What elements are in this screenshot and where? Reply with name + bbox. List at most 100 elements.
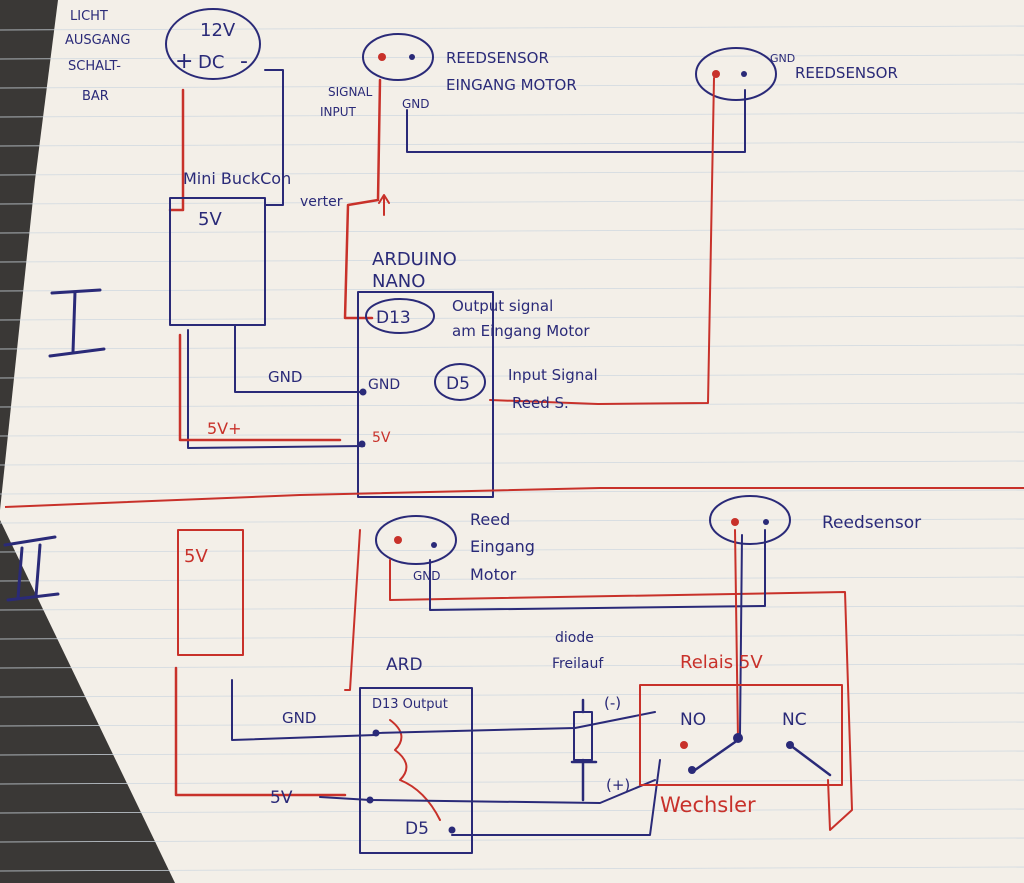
light-label-1: LICHT bbox=[70, 9, 108, 24]
ruled-line bbox=[0, 808, 1024, 814]
ruled-line bbox=[0, 634, 1024, 640]
ruled-line bbox=[0, 170, 1024, 176]
5v-to-relay-wire bbox=[369, 779, 656, 804]
reed-gnd-bus bbox=[406, 89, 746, 153]
gnd-under-jack-2: GND bbox=[413, 569, 441, 583]
arduino-nano-box bbox=[357, 291, 494, 498]
diode-label-2: Freilauf bbox=[552, 656, 604, 672]
supply-5v-wire-blue bbox=[319, 796, 371, 801]
ruled-line bbox=[0, 692, 1024, 698]
psu-plus-wire bbox=[168, 88, 185, 212]
relay-changeover: Wechsler bbox=[660, 793, 756, 817]
ruled-line bbox=[0, 721, 1024, 727]
supply-gnd-wire bbox=[231, 679, 376, 741]
light-label-2: AUSGANG bbox=[65, 33, 130, 48]
reed-motor-label-2: EINGANG MOTOR bbox=[446, 76, 577, 94]
d5-pin-ring bbox=[434, 363, 486, 401]
relay-switch-arm bbox=[693, 738, 740, 772]
psu-voltage: 12V bbox=[200, 20, 236, 41]
ruled-line bbox=[0, 402, 1024, 408]
supply-5v-box bbox=[177, 529, 244, 656]
d13-pin: D13 bbox=[376, 308, 411, 328]
buck-5v-wire-red bbox=[178, 333, 342, 442]
ruled-line bbox=[0, 141, 1024, 147]
arduino-box-2 bbox=[359, 687, 473, 854]
d5-pin: D5 bbox=[446, 374, 470, 394]
reed-right-gnd: GND bbox=[770, 52, 795, 65]
reed-motor-label-1: REEDSENSOR bbox=[446, 49, 549, 67]
d13-note-1: Output signal bbox=[452, 297, 553, 315]
light-label-4: BAR bbox=[82, 89, 109, 104]
psu-minus: - bbox=[240, 49, 248, 74]
section-divider bbox=[4, 487, 1024, 508]
arduino-label-1: ARDUINO bbox=[372, 249, 457, 270]
arduino-5v: 5V bbox=[372, 430, 391, 446]
section-one-numeral bbox=[48, 288, 106, 358]
reed-gnd-blue bbox=[429, 529, 766, 611]
ard-label: ARD bbox=[386, 655, 423, 675]
supply-5v-wire bbox=[174, 666, 347, 797]
buck-label-2: verter bbox=[300, 194, 343, 210]
gnd-wire-label: GND bbox=[268, 368, 302, 386]
buck-5v-wire bbox=[187, 329, 365, 449]
reed-sensor-right bbox=[695, 47, 777, 101]
ruled-line bbox=[0, 431, 1024, 437]
ruled-line bbox=[0, 605, 1024, 611]
ard-d5-dot bbox=[448, 826, 456, 834]
d13-arrow bbox=[378, 194, 390, 216]
d13-pin-ring bbox=[365, 298, 435, 334]
ruled-line bbox=[0, 779, 1024, 785]
ruled-line bbox=[0, 547, 1024, 553]
relay-plus: (+) bbox=[606, 776, 630, 794]
5v-wire-label: 5V+ bbox=[207, 419, 242, 438]
d13-note-2: am Eingang Motor bbox=[452, 322, 590, 340]
reed-motor-pin-gnd bbox=[409, 54, 415, 60]
diode-label-1: diode bbox=[555, 630, 594, 646]
reed-right-label-2: Reedsensor bbox=[822, 513, 921, 533]
section-two-numeral bbox=[3, 535, 60, 602]
reed-red-to-arduino bbox=[344, 529, 361, 691]
ruled-line bbox=[0, 373, 1024, 379]
ruled-line bbox=[0, 460, 1024, 466]
ruled-line bbox=[0, 112, 1024, 118]
section-one: 12V + DC - LICHT AUSGANG SCHALT- BAR 5V … bbox=[48, 8, 898, 498]
ard-d5: D5 bbox=[405, 819, 429, 839]
reed-motor-2-2: Eingang bbox=[470, 537, 535, 556]
ruled-lines bbox=[0, 25, 1024, 872]
relay-minus: (-) bbox=[604, 694, 621, 712]
ard-internal-squiggle bbox=[389, 719, 441, 821]
reed-motor-2-1: Reed bbox=[470, 510, 510, 529]
reed-motor-2-3: Motor bbox=[470, 565, 517, 584]
buck-gnd-wire bbox=[234, 324, 363, 393]
ruled-line bbox=[0, 663, 1024, 669]
reed-to-relay-red bbox=[389, 559, 853, 831]
relay-no: NO bbox=[680, 710, 706, 730]
reed-motor-2-pin-1 bbox=[394, 536, 402, 544]
ruled-line bbox=[0, 866, 1024, 872]
reed-sensor-right-pin-2 bbox=[741, 71, 747, 77]
ruled-line bbox=[0, 837, 1024, 843]
ruled-line bbox=[0, 489, 1024, 495]
arduino-5v-dot bbox=[358, 440, 366, 448]
reed-motor-jack bbox=[362, 33, 434, 81]
d5-note-2: Reed S. bbox=[512, 394, 569, 412]
diode-leads bbox=[570, 698, 598, 802]
arduino-label-2: NANO bbox=[372, 271, 425, 292]
ruled-line bbox=[0, 750, 1024, 756]
light-label-3: SCHALT- bbox=[68, 59, 121, 74]
ruled-line bbox=[0, 518, 1024, 524]
buck-converter-box bbox=[169, 197, 266, 326]
d5-signal-wire bbox=[489, 77, 715, 405]
relay-nc-wire bbox=[788, 743, 832, 777]
reed-sensor-right-pin-1 bbox=[712, 70, 720, 78]
arduino-gnd: GND bbox=[368, 377, 400, 393]
relay-coil-contact bbox=[688, 766, 696, 774]
gnd-wire-label-2: GND bbox=[282, 709, 316, 727]
arduino-gnd-dot bbox=[359, 388, 367, 396]
reed-sensor-blue-to-com bbox=[739, 534, 743, 736]
ruled-line bbox=[0, 344, 1024, 350]
ard-d13: D13 Output bbox=[372, 697, 448, 712]
buck-output: 5V bbox=[198, 209, 222, 230]
